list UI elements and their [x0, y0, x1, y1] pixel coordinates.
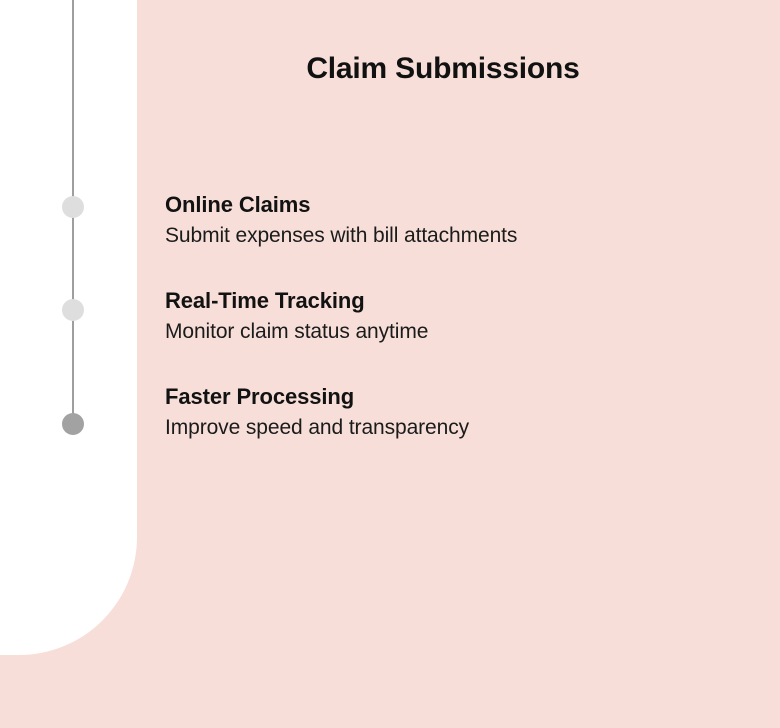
left-white-panel: [0, 0, 137, 655]
list-item: Faster Processing Improve speed and tran…: [165, 382, 765, 443]
timeline-item-list: Online Claims Submit expenses with bill …: [165, 190, 765, 443]
item-desc-online-claims: Submit expenses with bill attachments: [165, 224, 518, 247]
timeline-dot-3[interactable]: [62, 413, 84, 435]
item-title-online-claims: Online Claims: [165, 192, 311, 217]
item-title-real-time-tracking: Real-Time Tracking: [165, 288, 365, 313]
timeline-dot-2[interactable]: [62, 299, 84, 321]
item-desc-faster-processing: Improve speed and transparency: [165, 416, 470, 439]
page-title: Claim Submissions: [306, 52, 580, 85]
list-item: Real-Time Tracking Monitor claim status …: [165, 286, 765, 347]
timeline-dot-1[interactable]: [62, 196, 84, 218]
content-column: Claim Submissions Online Claims Submit e…: [137, 0, 780, 728]
item-desc-real-time-tracking: Monitor claim status anytime: [165, 320, 429, 343]
item-title-faster-processing: Faster Processing: [165, 384, 355, 409]
list-item: Online Claims Submit expenses with bill …: [165, 190, 765, 251]
